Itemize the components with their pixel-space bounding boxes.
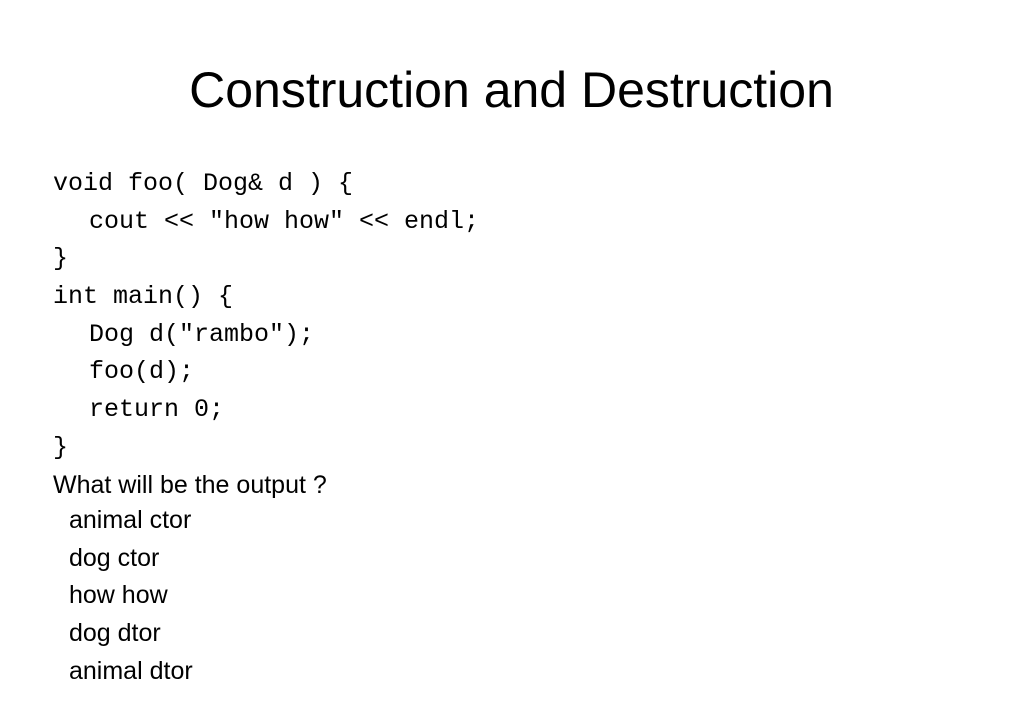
answer-line: animal ctor <box>69 506 192 534</box>
code-line: Dog d("rambo"); <box>89 319 315 349</box>
answer-list: animal ctor dog ctor how how dog dtor an… <box>69 502 193 690</box>
code-line: cout << "how how" << endl; <box>89 206 480 236</box>
answer-line: dog ctor <box>69 543 160 572</box>
answer-line: dog dtor <box>69 619 161 648</box>
code-line: foo(d); <box>89 357 195 387</box>
slide-title: Construction and Destruction <box>189 62 834 118</box>
code-line: void foo( Dog& d ) { <box>53 169 354 198</box>
answer-line: animal dtor <box>69 656 193 685</box>
code-block: void foo( Dog& d ) { cout << "how how" <<… <box>53 165 479 467</box>
question-text: What will be the output ? <box>53 471 327 499</box>
answer-line: how how <box>69 581 168 610</box>
code-line: } <box>53 432 69 462</box>
code-line: int main() { <box>53 282 234 312</box>
code-line: return 0; <box>89 395 225 425</box>
code-line: } <box>53 244 69 274</box>
